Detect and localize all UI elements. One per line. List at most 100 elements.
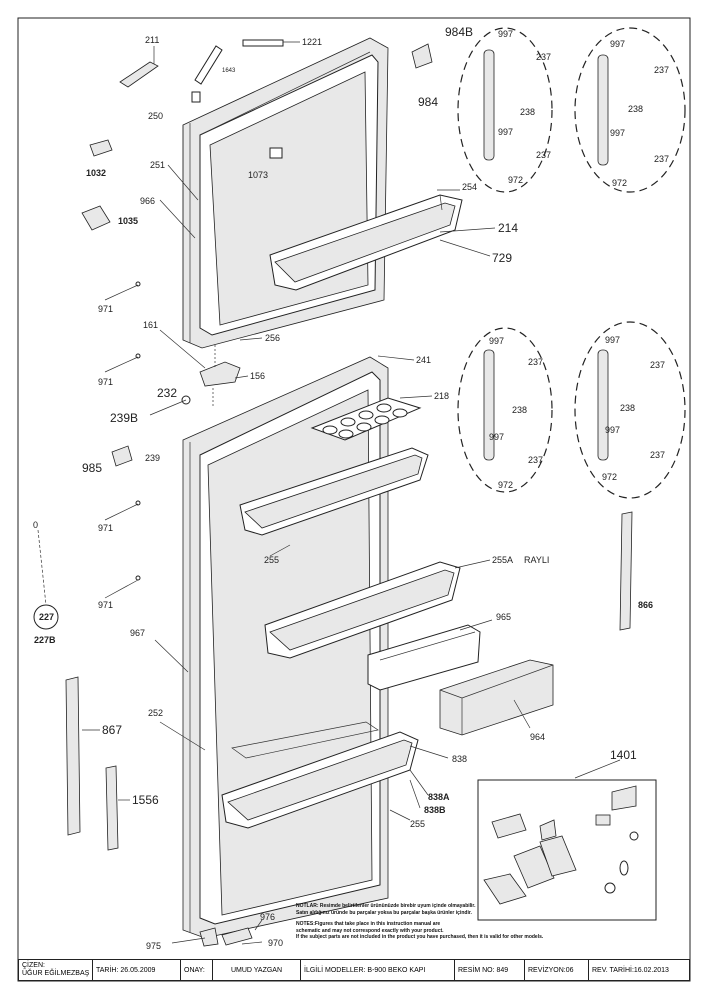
drawer-964 xyxy=(439,659,554,736)
part-1073 xyxy=(269,147,283,159)
screw-971 xyxy=(135,353,141,359)
label-984: 984 xyxy=(418,95,438,109)
handle-238 xyxy=(483,349,495,461)
label-238: 238 xyxy=(628,104,643,114)
drawing-no-cell: RESİM NO: 849 xyxy=(455,960,525,980)
freezer-door-shelf xyxy=(269,194,463,291)
label-964: 964 xyxy=(530,732,545,742)
label-239: 239 xyxy=(145,453,160,463)
label-975: 975 xyxy=(146,941,161,951)
label-972: 972 xyxy=(602,472,617,482)
label-238: 238 xyxy=(520,107,535,117)
label-970: 970 xyxy=(268,938,283,948)
label-211: 211 xyxy=(145,35,159,45)
part-1035 xyxy=(81,205,111,231)
leader-lines xyxy=(82,41,621,945)
models-cell: İLGİLİ MODELLER: B-900 BEKO KAPI xyxy=(301,960,455,980)
freezer-door xyxy=(182,37,389,349)
label-251: 251 xyxy=(150,160,165,170)
part-250 xyxy=(191,91,201,103)
label-966: 966 xyxy=(140,196,155,206)
label-237: 237 xyxy=(536,150,551,160)
wire-guard-838 xyxy=(231,721,379,759)
drawn-by-name: ÜĞUR EĞİLMEZBAŞ xyxy=(22,970,90,977)
label-965: 965 xyxy=(496,612,511,622)
label-214: 214 xyxy=(498,221,518,235)
label-238: 238 xyxy=(512,405,527,415)
approval-label: ONAY: xyxy=(181,960,213,980)
label-232: 232 xyxy=(157,386,177,400)
label-972: 972 xyxy=(612,178,627,188)
egg-tray xyxy=(310,397,422,441)
rail-965 xyxy=(367,624,481,691)
label-218: 218 xyxy=(434,391,449,401)
part-211 xyxy=(119,61,159,88)
fridge-door-shelf-255 xyxy=(239,447,429,536)
note-line: Satın aldığınız üründe bu parçalar yoksa… xyxy=(296,909,472,916)
label-156: 156 xyxy=(250,371,265,381)
label-254: 254 xyxy=(462,182,477,192)
part-1221 xyxy=(242,39,284,47)
label-rayli: RAYLI xyxy=(524,555,549,565)
label-1073: 1073 xyxy=(248,170,268,180)
label-237: 237 xyxy=(536,52,551,62)
hinge-256 xyxy=(199,361,241,387)
label-971-d: 971 xyxy=(98,600,113,610)
revision-cell: REVİZYON:06 xyxy=(525,960,589,980)
handle-detail-lower-right xyxy=(574,321,686,499)
label-971-b: 971 xyxy=(98,377,113,387)
label-997: 997 xyxy=(489,336,504,346)
gasket-866 xyxy=(619,511,633,631)
label-997: 997 xyxy=(498,29,513,39)
label-0: 0 xyxy=(33,520,38,530)
label-255-a: 255 xyxy=(264,555,279,565)
part-1643 xyxy=(194,45,223,85)
label-997: 997 xyxy=(498,127,513,137)
label-255a: 255A xyxy=(492,555,513,565)
label-1032: 1032 xyxy=(86,168,106,178)
fridge-door-shelf-255a xyxy=(264,561,461,659)
date-cell: TARİH: 26.05.2009 xyxy=(93,960,181,980)
label-255-b: 255 xyxy=(410,819,425,829)
label-729: 729 xyxy=(492,251,512,265)
part-984 xyxy=(411,43,433,69)
handle-238 xyxy=(597,54,609,166)
part-1032 xyxy=(89,139,113,157)
handle-238 xyxy=(597,349,609,461)
handle-detail-lower-left xyxy=(457,327,553,493)
rev-date-cell: REV. TARİHİ:16.02.2013 xyxy=(592,966,669,974)
note-line: schematic and may not correspond exactly… xyxy=(296,927,444,934)
label-237: 237 xyxy=(528,357,543,367)
label-997: 997 xyxy=(605,425,620,435)
screw-971 xyxy=(135,500,141,506)
label-237: 237 xyxy=(654,65,669,75)
label-161: 161 xyxy=(143,320,158,330)
label-227: 227 xyxy=(39,612,54,622)
fridge-bottom-shelf xyxy=(221,731,419,829)
part-976 xyxy=(221,927,253,946)
label-984b: 984B xyxy=(445,25,473,39)
label-1556: 1556 xyxy=(132,793,159,807)
screw-971 xyxy=(135,575,141,581)
label-237: 237 xyxy=(654,154,669,164)
label-237: 237 xyxy=(528,455,543,465)
handle-867 xyxy=(65,676,81,836)
label-967: 967 xyxy=(130,628,145,638)
note-line: NOTLAR: Resimde belirtilenler ürününüzde… xyxy=(296,903,476,909)
label-997: 997 xyxy=(489,432,504,442)
label-997: 997 xyxy=(610,39,625,49)
drawn-by-label: ÇİZEN: xyxy=(22,962,45,969)
label-252: 252 xyxy=(148,708,163,718)
label-971-a: 971 xyxy=(98,304,113,314)
drawn-by-cell: ÇİZEN: ÜĞUR EĞİLMEZBAŞ xyxy=(19,960,93,980)
part-labels: 211 1221 1643 984B 984 250 1032 1035 251… xyxy=(33,25,669,951)
label-867: 867 xyxy=(102,723,122,737)
label-1035: 1035 xyxy=(118,216,138,226)
note-line: If the subject parts are not included in… xyxy=(296,934,544,940)
accessory-box xyxy=(477,779,657,921)
label-1401: 1401 xyxy=(610,748,637,762)
handle-detail-upper-right xyxy=(574,27,686,193)
label-256: 256 xyxy=(265,333,280,343)
label-997: 997 xyxy=(605,335,620,345)
screw-971 xyxy=(135,281,141,287)
